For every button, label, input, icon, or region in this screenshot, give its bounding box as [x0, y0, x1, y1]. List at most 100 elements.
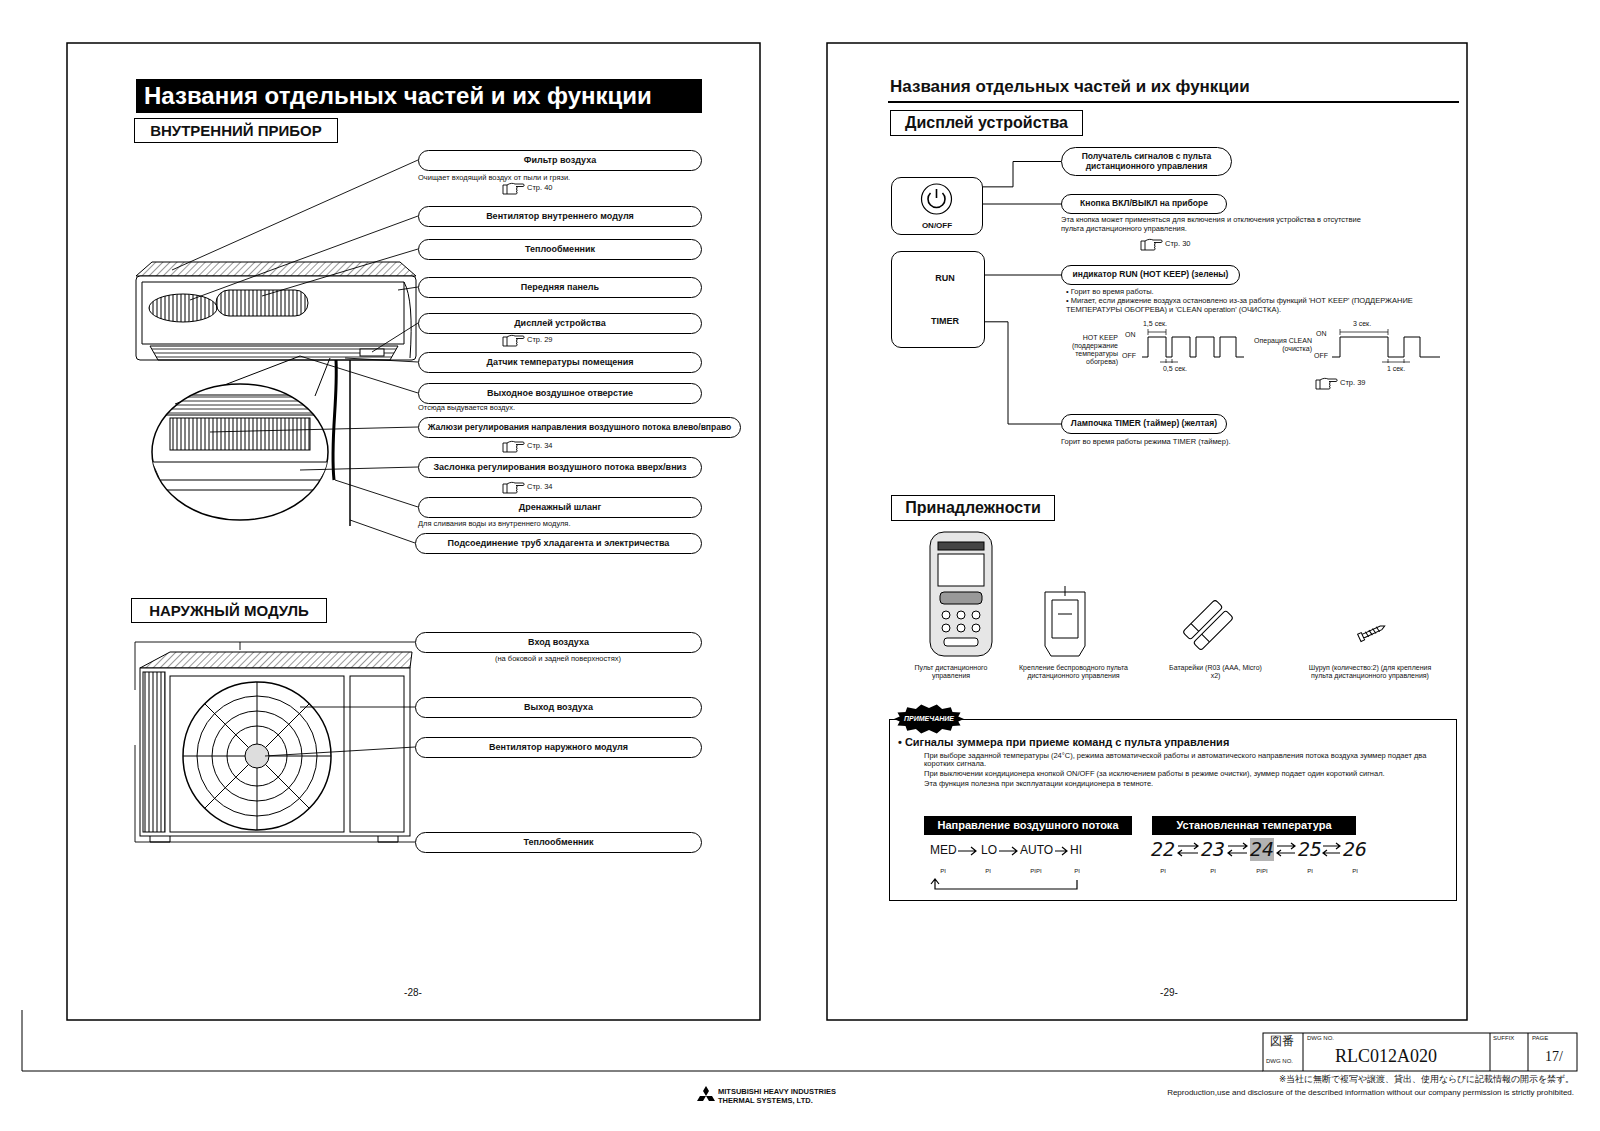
remote-holder — [1058, 586, 1072, 614]
title-block — [1263, 1033, 1577, 1071]
sequence-arrow — [1323, 843, 1340, 856]
node-text: TIMER — [931, 316, 959, 326]
signal-level: ON — [1316, 330, 1327, 338]
temperature-value: 24 — [1250, 838, 1274, 861]
leader-line — [300, 356, 418, 393]
node-text: Подсоединение труб хладагента и электрич… — [448, 538, 670, 548]
remote-control — [938, 542, 984, 550]
temperature-value-box: 23 — [1201, 838, 1225, 861]
leader-line — [210, 427, 418, 432]
title-block-text-box: PAGE — [1532, 1035, 1548, 1042]
connector-line — [985, 322, 1061, 424]
node-text: Установленная температура — [1176, 819, 1331, 832]
description-box: Очищает входящий воздух от пыли и грязи. — [418, 174, 570, 183]
leader-line — [345, 358, 418, 362]
node-text: Принадлежности — [905, 499, 1041, 517]
timing-label: 1,5 сек. — [1132, 320, 1178, 328]
indicator-panel: RUNTIMER — [891, 251, 985, 348]
page-number: -29- — [1144, 987, 1194, 999]
part-label: Заслонка регулирования воздушного потока… — [418, 457, 702, 478]
signal-label: HOT KEEP (поддержание температуры обогре… — [1058, 334, 1118, 366]
airflow-mode-box: LO — [981, 844, 997, 858]
sequence-arrow — [931, 879, 1077, 889]
outdoor-unit — [140, 652, 412, 842]
drawing-number: RLC012A020 — [1335, 1046, 1437, 1067]
part-label: Вентилятор наружного модуля — [415, 737, 702, 758]
beep-label-box: PI — [1064, 868, 1090, 875]
temperature-value: 25 — [1298, 838, 1322, 861]
outdoor-unit — [350, 676, 404, 832]
sequence-arrow — [1277, 843, 1295, 856]
beep-label: PI — [930, 868, 956, 875]
beep-label-box: PI — [1149, 868, 1177, 875]
description: (на боковой и задней поверхностях) — [458, 655, 658, 664]
page-ref-box: Стр. 40 — [527, 184, 553, 193]
indoor-unit — [149, 294, 217, 322]
page-heading-box: Названия отдельных частей и их функции — [890, 77, 1250, 97]
screw — [1358, 622, 1387, 641]
airflow-mode-box: HI — [1070, 844, 1082, 858]
accessory-caption-box: Шуруп (количество:2) (для крепления пуль… — [1305, 664, 1435, 680]
beep-label: PI — [1296, 868, 1324, 875]
page-number-box: -29- — [1144, 987, 1194, 999]
copyright-notice-box: ※当社に無断で複写や譲渡、貸出、使用ならびに記載情報の開示を禁ず。 — [1074, 1075, 1574, 1085]
badge-outline — [894, 704, 964, 733]
note-badge: ПРИМЕЧАНИЕ — [894, 704, 964, 734]
sequence-arrow — [999, 847, 1017, 855]
leader-line — [372, 323, 418, 352]
waveform — [1340, 329, 1388, 335]
leader-line — [190, 216, 418, 300]
company-logo — [697, 1086, 715, 1101]
sequence-arrow — [931, 843, 1340, 889]
accessory-caption-box: Крепление беспроводного пульта дистанцио… — [1016, 664, 1131, 680]
beep-label: PI — [1149, 868, 1177, 875]
company-logo — [706, 1096, 715, 1101]
beep-label-box: PI — [930, 868, 956, 875]
remote-control — [930, 532, 992, 656]
part-label: Подсоединение труб хладагента и электрич… — [415, 533, 702, 554]
beep-label-box: PI — [1341, 868, 1369, 875]
page-reference-icon — [1141, 239, 1162, 250]
signal-level: ON — [1125, 331, 1136, 339]
sequence-arrow — [1178, 843, 1198, 856]
table-header: Направление воздушного потока — [924, 816, 1132, 835]
power-button: ON/OFF — [891, 177, 983, 235]
node-text: Дисплей устройства — [905, 114, 1068, 132]
part-label: Лампочка TIMER (таймер) (желтая) — [1061, 414, 1227, 434]
node-text: Вход воздуха — [528, 637, 589, 647]
waveform — [1142, 329, 1440, 363]
timing-label: 0,5 сек. — [1150, 365, 1200, 373]
page-reference-icon — [503, 335, 524, 346]
node-text: ON/OFF — [922, 221, 952, 230]
page-frame — [67, 43, 1467, 1020]
leader-line — [172, 160, 418, 270]
airflow-mode: AUTO — [1020, 844, 1053, 858]
title-block-text: PAGE — [1532, 1035, 1548, 1042]
signal-label-box: HOT KEEP (поддержание температуры обогре… — [1058, 334, 1118, 366]
page-count: 17/ — [1545, 1049, 1563, 1065]
description: Эта кнопка может применяться для включен… — [1061, 216, 1361, 233]
remote-control — [944, 638, 978, 646]
node-text: Жалюзи регулирования направления воздушн… — [428, 423, 731, 433]
beep-label: PI — [1064, 868, 1090, 875]
beep-label: PIPI — [1022, 868, 1050, 875]
connector-line — [985, 275, 1061, 276]
indoor-unit — [216, 290, 308, 316]
node-text: НАРУЖНЫЙ МОДУЛЬ — [149, 602, 309, 619]
waveform — [1148, 329, 1166, 335]
leader-line — [335, 480, 418, 507]
node-text: индикатор RUN (HOT KEEP) (зелены) — [1073, 270, 1229, 280]
outdoor-unit — [183, 682, 331, 830]
node-text: Вентилятор наружного модуля — [489, 742, 628, 752]
beep-label-box: PI — [1296, 868, 1324, 875]
signal-level: OFF — [1122, 352, 1136, 360]
drawing-number-box: RLC012A020 — [1335, 1046, 1437, 1067]
part-label: Вход воздуха — [415, 632, 702, 653]
airflow-mode: HI — [1070, 844, 1082, 858]
node-text: Дренажный шланг — [519, 502, 601, 512]
part-label: Дисплей устройства — [418, 313, 702, 334]
part-label: Получатель сигналов с пульта дистанционн… — [1061, 147, 1232, 176]
remote-control — [942, 611, 950, 619]
outdoor-unit — [140, 652, 412, 668]
